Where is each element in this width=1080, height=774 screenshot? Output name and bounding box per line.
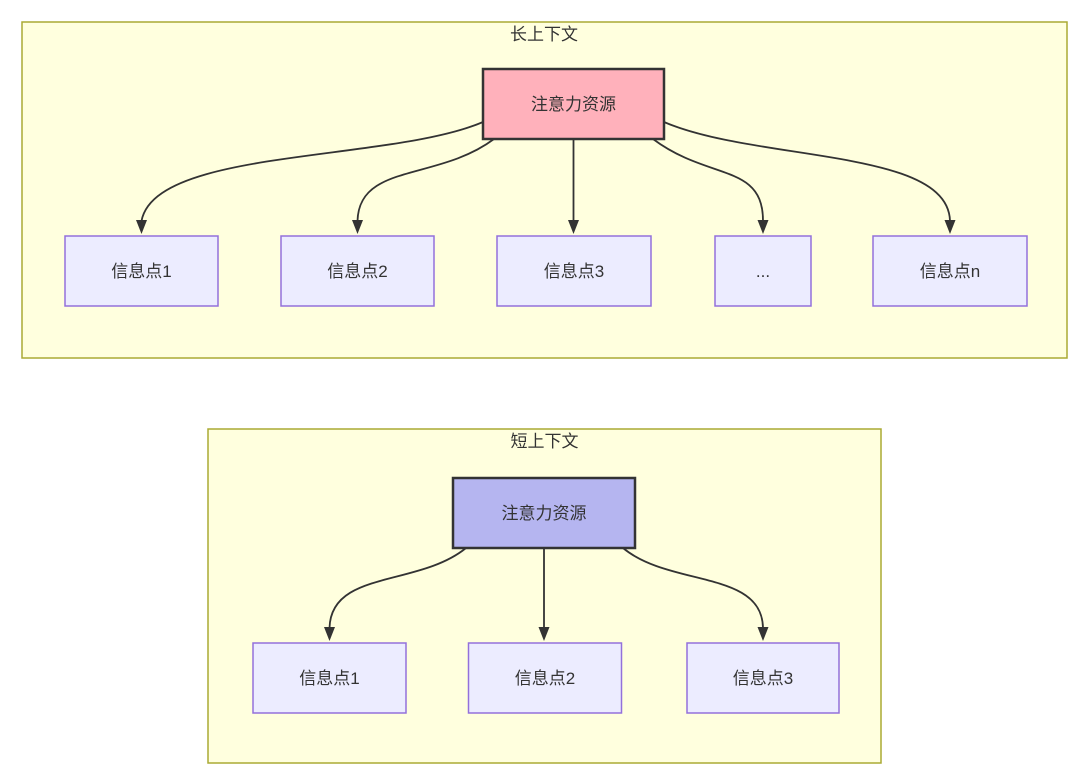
panel-title-long-context: 长上下文 <box>510 25 578 44</box>
attention-resource-node-long: 注意力资源 <box>481 67 666 141</box>
edge-arrow <box>328 547 467 629</box>
arrowhead-icon <box>757 220 769 234</box>
edge-arrow <box>663 121 951 222</box>
panel-short-context: 短上下文 注意力资源 信息点1 信息点2 信息点3 <box>207 428 882 764</box>
info-node: 信息点3 <box>496 235 652 307</box>
info-node-box <box>714 235 812 307</box>
info-node-box <box>467 642 623 714</box>
info-node: 信息点1 <box>64 235 219 307</box>
info-node: 信息点2 <box>280 235 435 307</box>
info-node: 信息点n <box>872 235 1028 307</box>
arrowhead-icon <box>757 627 769 641</box>
info-node-label: 信息点2 <box>327 262 387 281</box>
info-node-box <box>280 235 435 307</box>
info-node-label: 信息点n <box>920 262 980 281</box>
arrowhead-icon <box>136 220 147 234</box>
edges-short-context <box>324 547 769 641</box>
info-node: ... <box>714 235 812 307</box>
panel-title-short-context: 短上下文 <box>511 432 579 451</box>
attention-resource-box <box>481 67 666 141</box>
edge-arrow <box>140 121 484 222</box>
info-node: 信息点3 <box>686 642 840 714</box>
info-node-label: 信息点3 <box>544 262 604 281</box>
attention-resource-label: 注意力资源 <box>502 504 587 523</box>
arrowhead-icon <box>352 220 363 234</box>
arrowhead-icon <box>944 220 956 234</box>
arrowhead-icon <box>568 220 579 234</box>
info-node-label: 信息点1 <box>111 262 171 281</box>
info-node-box <box>872 235 1028 307</box>
info-node-label: 信息点2 <box>515 669 575 688</box>
attention-resource-box <box>451 476 637 550</box>
info-node-box <box>252 642 407 714</box>
info-node-label: ... <box>756 262 770 281</box>
info-node: 信息点1 <box>252 642 407 714</box>
info-node-box <box>64 235 219 307</box>
edge-arrow <box>356 138 495 222</box>
info-node-box <box>496 235 652 307</box>
arrowhead-icon <box>324 627 335 641</box>
attention-resource-label: 注意力资源 <box>531 95 616 114</box>
info-node-label: 信息点1 <box>299 669 359 688</box>
arrowhead-icon <box>538 627 550 641</box>
edges-long-context <box>136 121 956 234</box>
info-node-box <box>686 642 840 714</box>
info-node-label: 信息点3 <box>733 669 793 688</box>
edge-arrow <box>622 547 764 629</box>
edge-arrow <box>652 138 764 222</box>
panel-long-context: 长上下文 注意力资源 信息点1 信息点2 <box>21 21 1068 359</box>
attention-resource-node-short: 注意力资源 <box>451 476 637 550</box>
info-node: 信息点2 <box>467 642 623 714</box>
